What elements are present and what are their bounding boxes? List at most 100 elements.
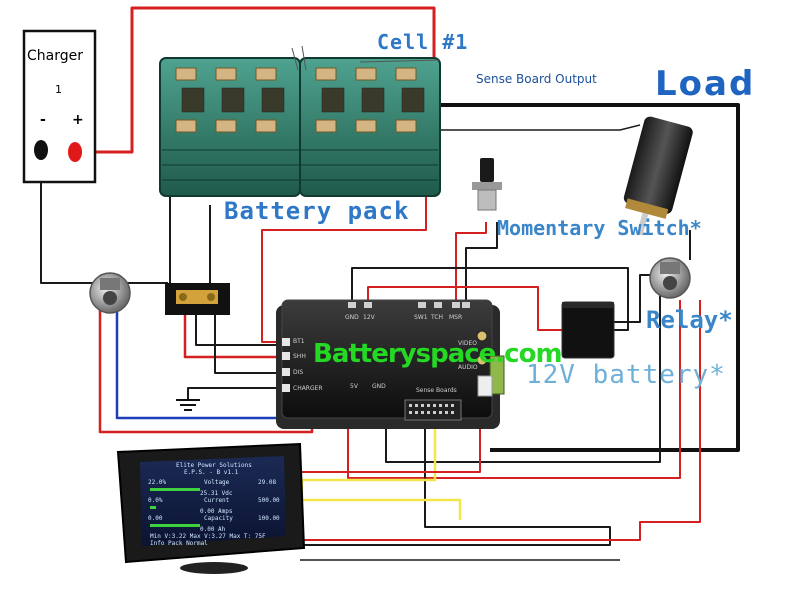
port-label-shh: SHH — [293, 353, 306, 360]
relay-right-hub — [663, 276, 677, 290]
motor-shaft — [636, 212, 649, 236]
ground-symbol — [176, 399, 200, 411]
audio-jack — [476, 354, 488, 366]
battery-12v-body — [561, 301, 615, 359]
battery-12v-label: 12V battery* — [526, 360, 726, 390]
wire-display-red2 — [300, 300, 701, 541]
display-current-name: Current — [204, 497, 230, 504]
sense-board-output-label: Sense Board Output — [476, 72, 597, 86]
display-bar-voltage — [150, 488, 200, 491]
wire-dis — [214, 312, 282, 374]
cell-label: Cell #1 — [377, 30, 469, 54]
display-capacity-left: 0.00 — [148, 515, 163, 522]
charger-number: 1 — [55, 83, 62, 96]
wire-sense-yellow — [300, 420, 462, 520]
cell-rows — [162, 149, 438, 181]
green-terminal-block — [489, 355, 505, 395]
shunt — [165, 283, 230, 315]
wire-sense-black — [298, 420, 611, 546]
display-footer-2: Info Pack Normal — [150, 540, 208, 547]
wire-switch-red — [455, 222, 487, 305]
wire-shunt-sense-red — [183, 312, 280, 359]
wire-gnd-black — [351, 267, 629, 331]
load-label: Load — [655, 64, 756, 104]
load-motor — [623, 116, 693, 236]
port-label-sw1: SW1 — [414, 314, 428, 321]
controller-box — [276, 299, 505, 429]
port-label-msr: MSR — [449, 314, 463, 321]
wire-12v-red — [367, 286, 564, 331]
charger-positive-terminal — [68, 142, 82, 162]
display-current-sub: 0.00 Amps — [200, 508, 233, 515]
switch-button — [480, 158, 494, 182]
cell-terminals — [175, 67, 417, 133]
shunt-plate — [176, 290, 218, 304]
charger-box — [22, 29, 97, 184]
momentary-switch-label: Momentary Switch* — [497, 216, 702, 240]
wire-charger-positive — [82, 6, 436, 154]
port-label-5v: 5V — [350, 383, 358, 390]
display-voltage-sub: 25.31 Vdc — [200, 490, 233, 497]
relay-label: Relay* — [646, 306, 733, 334]
switch-thread — [477, 189, 497, 211]
port-label-dis: DIS — [293, 369, 304, 376]
charger — [22, 29, 97, 184]
charger-negative-terminal — [34, 140, 48, 160]
wire-charger-negative — [40, 150, 100, 284]
display-footer-1: Min V:3.22 Max V:3.27 Max T: 75F — [150, 533, 266, 540]
display-subheader: E.P.S. - B v1.1 — [184, 469, 239, 476]
switch-body — [472, 182, 502, 190]
motor-body — [623, 116, 693, 214]
sense-boards-header — [404, 399, 462, 421]
relay-left — [89, 272, 131, 314]
wire-load-top — [440, 103, 740, 452]
display-screen — [140, 456, 286, 546]
motor-endcap — [625, 198, 669, 219]
battery-pack-label: Battery pack — [224, 197, 410, 225]
display-current-left: 0.0% — [148, 497, 163, 504]
pack-cables — [291, 45, 441, 71]
relay-left-hub — [103, 291, 117, 305]
battery-12v-top — [562, 302, 614, 308]
wire-pack-bt1 — [261, 150, 427, 343]
battery-pack — [159, 45, 441, 197]
display-bar-capacity — [150, 524, 200, 527]
display-voltage-right: 29.08 — [258, 479, 277, 486]
display-header: Elite Power Solutions — [176, 462, 252, 469]
wire-charger-ground — [187, 387, 282, 400]
charger-minus-label: - — [40, 112, 46, 128]
controller-left-connectors — [282, 338, 290, 392]
port-label-sense-boards: Sense Boards — [416, 387, 457, 394]
header-pins — [409, 404, 454, 414]
momentary-switch — [472, 158, 502, 211]
relay-left-top — [100, 278, 120, 290]
port-label-audio: AUDIO — [458, 364, 478, 371]
port-label-video: VIDEO — [458, 340, 478, 347]
wire-controller-bottom — [385, 295, 661, 463]
display-capacity-name: Capacity — [204, 515, 233, 522]
battery-12v — [561, 301, 615, 359]
port-label-charger: CHARGER — [293, 385, 323, 392]
relay-right-top — [660, 262, 680, 274]
sense-boards-on-pack — [181, 87, 425, 113]
display-voltage-name: Voltage — [204, 479, 230, 486]
brand-label: Batteryspace.com — [313, 339, 563, 369]
charger-title: Charger — [27, 48, 83, 64]
port-label-gnd-top: GND — [345, 314, 359, 321]
display-capacity-sub: 0.00 Ah — [200, 526, 226, 533]
port-label-tch: TCH — [431, 314, 444, 321]
charger-plus-label: + — [72, 112, 84, 128]
display-capacity-right: 100.00 — [258, 515, 280, 522]
controller-top-connectors — [348, 302, 470, 308]
wire-relay-right-red — [347, 300, 681, 479]
video-jack — [476, 330, 488, 342]
display-voltage-left: 22.0% — [148, 479, 167, 486]
wire-switch-black — [465, 222, 498, 305]
port-label-gnd-bottom: GND — [372, 383, 386, 390]
relay-right — [649, 257, 691, 299]
display-current-right: 500.00 — [258, 497, 280, 504]
wires — [40, 6, 740, 561]
display-monitor — [116, 442, 306, 574]
port-label-12v: 12V — [363, 314, 375, 321]
